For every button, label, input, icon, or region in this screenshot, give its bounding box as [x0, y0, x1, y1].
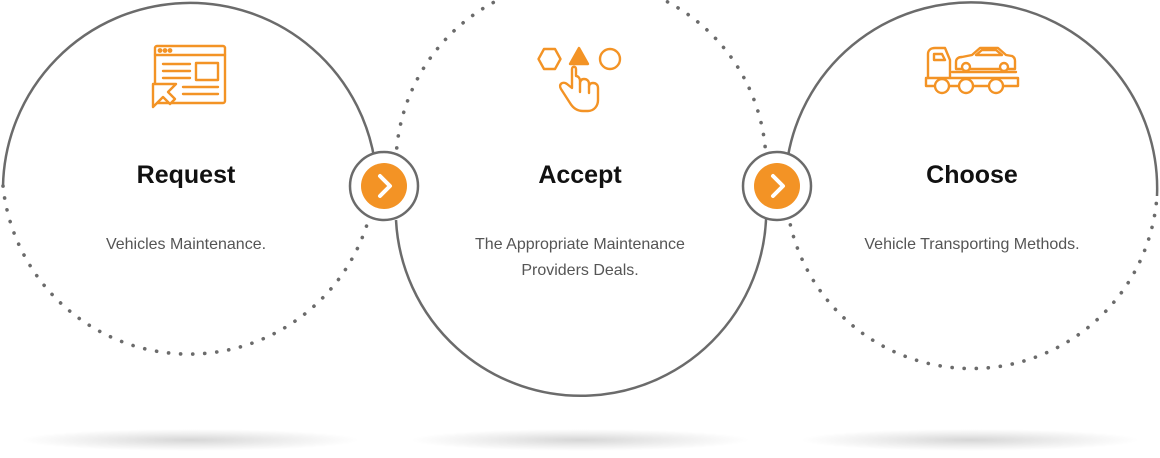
chevron-right-icon [741, 150, 813, 222]
step-title-request: Request [136, 161, 236, 189]
step-shadow-choose [800, 429, 1140, 451]
step-shadow-request [20, 429, 360, 451]
step-description-choose: Vehicle Transporting Methods. [864, 236, 1080, 253]
step-ring-choose [786, 1, 1159, 371]
tow-truck-icon [924, 46, 1020, 95]
step-description-request: Vehicles Maintenance. [105, 236, 267, 253]
step-description-accept: The Appropriate Maintenance Providers De… [475, 236, 685, 279]
step-shadow-accept [410, 429, 750, 451]
chevron-right-icon [348, 150, 420, 222]
step-ring-request [1, 1, 378, 356]
step-title-accept: Accept [538, 161, 622, 189]
step-ring-accept [394, 0, 768, 397]
hand-tap-shapes-icon [537, 46, 622, 113]
browser-cursor-icon [151, 44, 227, 109]
step-title-choose: Choose [926, 161, 1018, 189]
